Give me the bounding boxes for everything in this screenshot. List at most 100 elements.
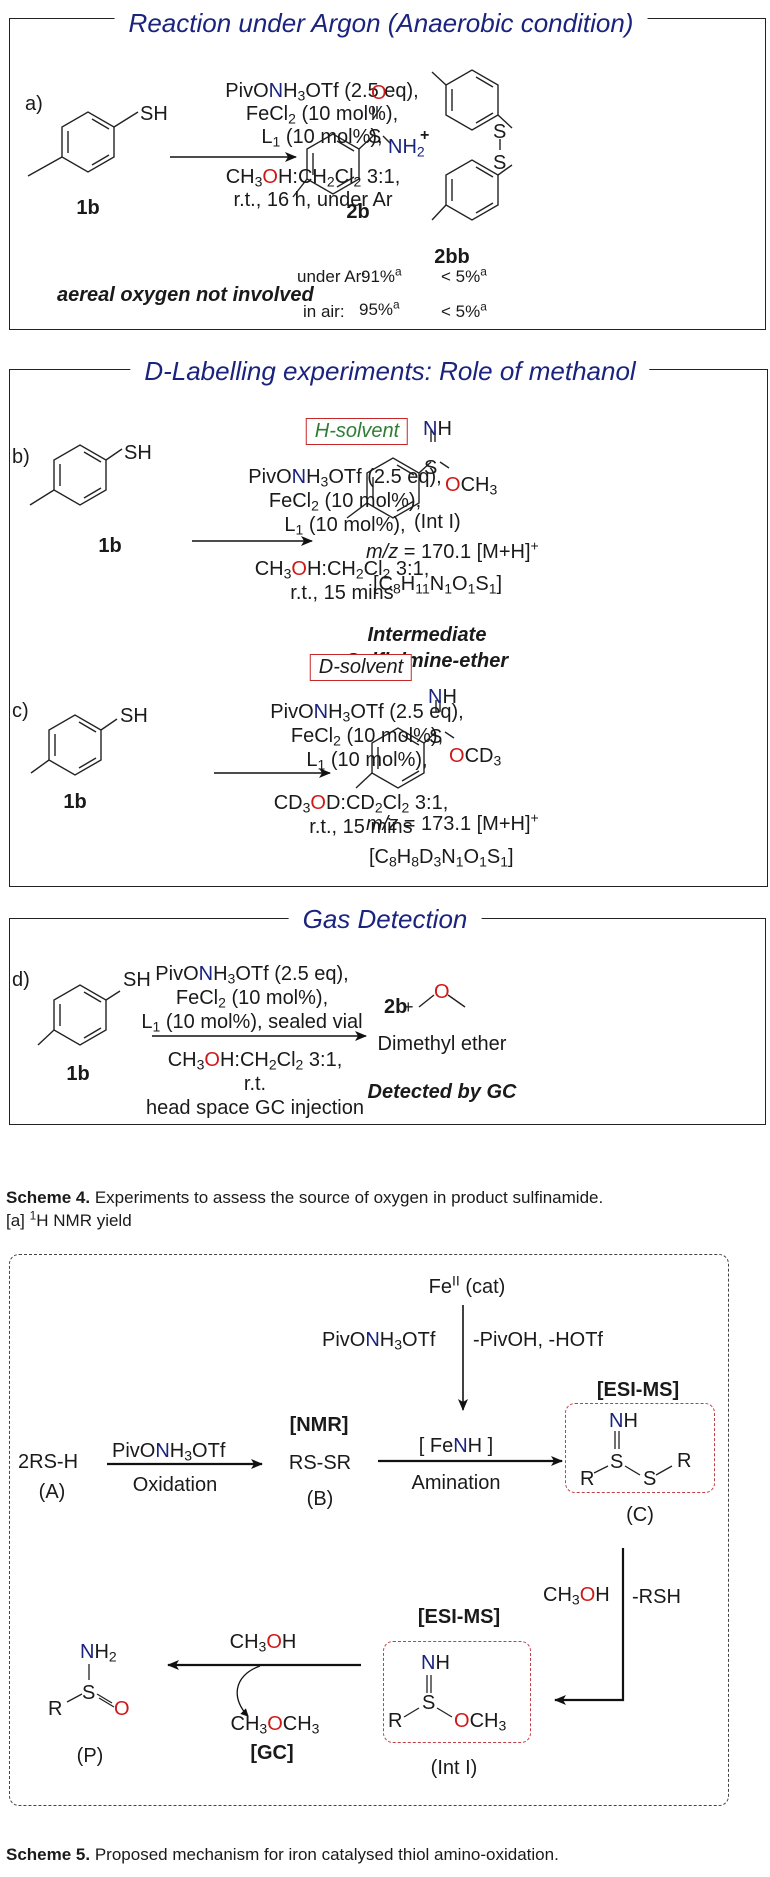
- int-c-mz: m/z = 173.1 [M+H]+: [366, 809, 539, 835]
- byproducts: -PivOH, -HOTf: [473, 1329, 603, 1351]
- atom-s-upper: S: [493, 121, 507, 143]
- curved-arrow-dme: [236, 1665, 261, 1717]
- conditions-a-below: CH3OH:CH2Cl2 3:1, r.t., 16 h, under Ar: [226, 166, 401, 212]
- yield-2bb-ar: < 5%a: [441, 264, 487, 286]
- conditions-d-below: CH3OH:CH2Cl2 3:1, r.t. head space GC inj…: [146, 1049, 364, 1119]
- species-c-r1: R: [580, 1468, 595, 1490]
- reactant-d-id: 1b: [66, 1063, 90, 1085]
- species-c-tag: [ESI-MS]: [596, 1379, 680, 1401]
- hydrolysis-reagent: CH3OH: [229, 1631, 297, 1655]
- catalyst-feii: FeII (cat): [428, 1272, 506, 1298]
- plus-sign: +: [420, 127, 430, 144]
- species-c-label: (C): [626, 1504, 654, 1526]
- molecule-2bb: [431, 69, 513, 221]
- species-c-r2: R: [677, 1450, 692, 1472]
- panel-c-label: c): [12, 700, 29, 722]
- gc-tag: [GC]: [250, 1742, 294, 1764]
- solvent-line: CH3OH:CH2Cl2 3:1,: [225, 166, 401, 190]
- product-2bb-id: 2bb: [434, 246, 470, 268]
- atom-nh2: NH2: [388, 136, 425, 160]
- product-p-r: R: [48, 1698, 63, 1720]
- structure-p-bonds: [66, 1664, 115, 1708]
- methanolysis-reagent: CH3OH: [543, 1584, 610, 1608]
- reactant-c-sh: SH: [120, 705, 148, 727]
- molecule-int-i-b: [346, 430, 450, 519]
- panel-a-title: Reaction under Argon (Anaerobic conditio…: [114, 8, 648, 39]
- scheme5-label: Scheme 5.: [6, 1845, 91, 1864]
- conditions-c-below: CD3OD:CD2Cl2 3:1, r.t., 15 mins: [273, 792, 449, 838]
- species-c-s2: S: [643, 1468, 657, 1490]
- reagent-pivonh3otf-top: PivONH3OTf: [322, 1329, 436, 1353]
- yield-row-ar: under Ar:: [297, 265, 366, 289]
- yield-2bb-air: < 5%a: [441, 299, 487, 321]
- atom-s: S: [368, 126, 382, 148]
- scheme4-footnote: [a] 1H NMR yield: [6, 1208, 132, 1230]
- catalyst-line: FeCl2 (10 mol%),: [245, 103, 399, 127]
- panel-d-title: Gas Detection: [288, 904, 482, 935]
- species-c-s1: S: [610, 1451, 624, 1473]
- int-b-s: S: [424, 457, 438, 479]
- int-b-och3: OCH3: [445, 474, 498, 498]
- int-b-nh: NH: [423, 418, 452, 440]
- scheme4-caption: Scheme 4. Experiments to assess the sour…: [6, 1187, 603, 1209]
- scheme4-text: Experiments to assess the source of oxyg…: [90, 1188, 604, 1207]
- reactant-sh: SH: [140, 103, 168, 125]
- species-b-label: (B): [306, 1488, 334, 1510]
- ligand-line: L1 (10 mol%),: [261, 126, 383, 150]
- conditions-a-above: PivONH3OTf (2.5 eq), FeCl2 (10 mol%), L1…: [225, 80, 418, 149]
- conditions-c-above: PivONH3OTf (2.5 eq), FeCl2 (10 mol%), L1…: [270, 701, 464, 773]
- arrow-methanolysis: [554, 1548, 625, 1705]
- atom-o: O: [371, 82, 387, 104]
- reactant-c-id: 1b: [63, 791, 87, 813]
- panel-d-label: d): [12, 969, 30, 991]
- species-c-box: [565, 1403, 715, 1493]
- oxidation-label: Oxidation: [132, 1474, 218, 1496]
- int-i-box: [383, 1641, 531, 1743]
- molecule-1b-c: [30, 714, 118, 776]
- molecule-1b-a: [27, 111, 139, 177]
- product-d-plus: +: [403, 997, 414, 1017]
- d-solvent-tag: D-solvent: [309, 654, 413, 681]
- mechanism-frame: [9, 1254, 729, 1806]
- structure-int-i-bonds: [403, 1675, 453, 1718]
- ether-name: Dimethyl ether: [377, 1033, 507, 1055]
- condition-air: in air:: [303, 302, 345, 321]
- int-i-r: R: [388, 1710, 403, 1732]
- species-a: 2RS-H: [18, 1451, 79, 1473]
- time-line: r.t., 16 h, under Ar: [233, 189, 393, 211]
- condition-ar: under Ar:: [297, 267, 366, 286]
- product-2b-id: 2b: [346, 201, 370, 223]
- int-b-name: (Int I): [414, 511, 461, 533]
- molecule-2b: [292, 106, 392, 198]
- int-i-och3: OCH3: [454, 1710, 507, 1734]
- yield-2b-ar: 91%a: [361, 264, 402, 286]
- atom-s-lower: S: [493, 152, 507, 174]
- oxidation-reagent: PivONH3OTf: [112, 1440, 226, 1464]
- dme-product: CH3OCH3: [230, 1713, 320, 1737]
- scheme4-label: Scheme 4.: [6, 1188, 91, 1207]
- molecule-1b-d: [37, 984, 121, 1046]
- reactant-d-sh: SH: [123, 969, 151, 991]
- structure-c-bonds: [593, 1431, 673, 1476]
- conditions-b-above: PivONH3OTf (2.5 eq), FeCl2 (10 mol%), L1…: [248, 466, 442, 538]
- product-d-2b: 2b: [384, 996, 408, 1018]
- species-b: RS-SR: [288, 1452, 352, 1474]
- int-c-ocd3: OCD3: [449, 745, 502, 769]
- reactant-b-id: 1b: [98, 535, 122, 557]
- product-p-label: (P): [76, 1745, 104, 1767]
- panel-bc-title: D-Labelling experiments: Role of methano…: [130, 356, 650, 387]
- h-solvent-tag: H-solvent: [305, 418, 409, 445]
- int-i-s: S: [422, 1692, 436, 1714]
- dimethyl-ether-structure: [418, 994, 466, 1008]
- molecule-1b-b: [29, 444, 123, 506]
- scheme5-text: Proposed mechanism for iron catalysed th…: [90, 1845, 559, 1864]
- panel-a-label: a): [25, 93, 43, 115]
- species-a-label: (A): [38, 1481, 66, 1503]
- product-p-o: O: [114, 1698, 130, 1720]
- product-p-s: S: [82, 1682, 96, 1704]
- aereal-note: aereal oxygen not involved: [57, 284, 314, 306]
- int-b-mz: m/z = 170.1 [M+H]+: [366, 537, 539, 563]
- amination-reagent: [ FeNH ]: [418, 1435, 494, 1457]
- methanolysis-byproduct: -RSH: [632, 1586, 681, 1608]
